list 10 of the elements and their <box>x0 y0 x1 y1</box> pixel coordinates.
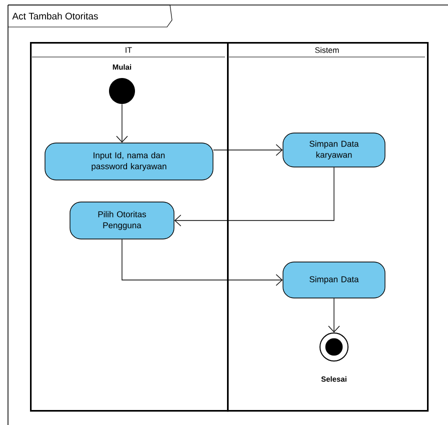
arrow <box>213 144 283 156</box>
arrow <box>328 298 340 332</box>
arrow <box>174 167 334 226</box>
action-box: Simpan Data karyawan <box>282 132 386 168</box>
action-box: Pilih Otoritas Pengguna <box>70 202 174 240</box>
action-box: Simpan Data <box>282 262 386 298</box>
action-box: Input Id, nama dan password karyawan <box>44 142 214 180</box>
frame-tab: Act Tambah Otoritas <box>8 4 172 28</box>
arrow <box>122 239 283 286</box>
arrow <box>116 104 128 143</box>
